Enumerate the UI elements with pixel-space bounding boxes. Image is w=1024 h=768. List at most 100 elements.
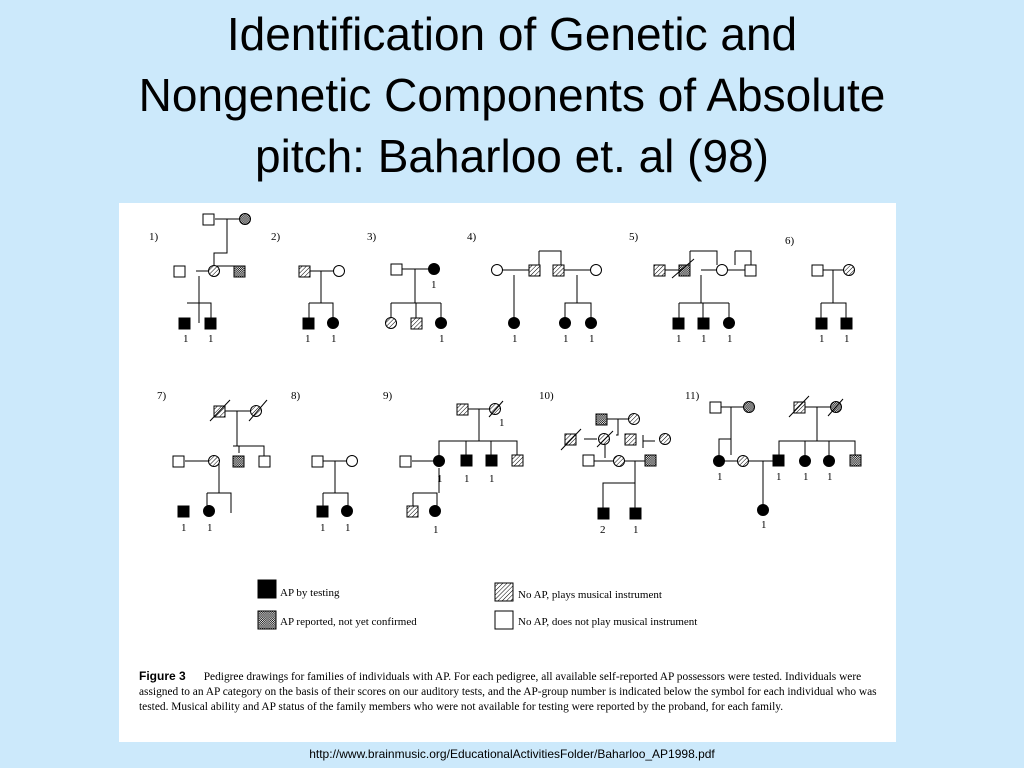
ap-number: 1 <box>320 522 326 534</box>
symbol-circle-hatched <box>598 433 610 445</box>
symbol-circle-empty <box>346 455 358 467</box>
symbol-circle-hatched <box>250 405 262 417</box>
slide-title-line-3: pitch: Baharloo et. al (98) <box>255 130 769 182</box>
symbol-square-filled <box>697 317 710 330</box>
pedigree-svg: 1) 2) 3) 4) 5) 6) 7) 8) 9) 10) 11) <box>149 213 862 630</box>
symbol-square-hatched <box>410 317 423 330</box>
symbol-square-empty <box>390 263 403 276</box>
symbol-circle-reported <box>743 401 755 413</box>
symbol-circle-filled <box>433 455 445 467</box>
symbol-square-empty <box>709 401 722 414</box>
symbol-circle-filled <box>757 504 769 516</box>
family-label-7: 7) <box>157 390 167 402</box>
legend-no-ap-instrument: No AP, plays musical instrument <box>518 589 662 601</box>
symbol-square-filled <box>316 505 329 518</box>
ap-number: 1 <box>727 333 733 345</box>
symbol-square-filled <box>597 507 610 520</box>
symbol-circle-hatched <box>208 265 220 277</box>
ap-number: 1 <box>345 522 351 534</box>
legend-swatch-ap-testing <box>257 579 277 599</box>
deceased-marks <box>209 258 844 451</box>
ap-number: 1 <box>717 471 723 483</box>
legend: AP by testing AP reported, not yet confi… <box>257 579 697 630</box>
slide-title-line-1: Identification of Genetic and <box>226 8 798 60</box>
symbol-circle-filled <box>428 263 440 275</box>
family-label-8: 8) <box>291 390 301 402</box>
symbol-circle-empty <box>333 265 345 277</box>
symbol-circle-filled <box>559 317 571 329</box>
symbol-circle-filled <box>435 317 447 329</box>
symbol-square-hatched <box>511 454 524 467</box>
symbol-circle-filled <box>203 505 215 517</box>
symbol-circle-filled <box>799 455 811 467</box>
symbol-square-empty <box>811 264 824 277</box>
figure-caption-text: Pedigree drawings for families of indivi… <box>139 671 877 713</box>
ap-number: 1 <box>701 333 707 345</box>
symbol-circle-filled <box>823 455 835 467</box>
figure-caption-label: Figure 3 <box>139 669 186 683</box>
ap-number: 1 <box>437 473 443 485</box>
ap-group-numbers: 1 1 1 1 1 1 1 1 1 1 1 1 1 1 1 1 1 1 1 1 … <box>181 279 850 536</box>
symbol-square-empty <box>399 455 412 468</box>
family-label-11: 11) <box>685 390 700 402</box>
ap-number: 1 <box>819 333 825 345</box>
symbol-square-empty <box>582 454 595 467</box>
symbol-circle-filled <box>713 455 725 467</box>
symbol-square-hatched <box>793 401 806 414</box>
legend-swatch-no-ap-instrument <box>494 582 514 602</box>
ap-number: 1 <box>439 333 445 345</box>
family-label-10: 10) <box>539 390 554 402</box>
ap-number: 1 <box>803 471 809 483</box>
symbol-square-hatched <box>624 433 637 446</box>
symbol-square-filled <box>177 505 190 518</box>
symbol-circle-empty <box>590 264 602 276</box>
symbol-square-filled <box>629 507 642 520</box>
ap-number: 2 <box>600 524 606 536</box>
ap-number: 1 <box>489 473 495 485</box>
symbol-square-reported <box>233 265 246 278</box>
pedigree-symbols <box>172 213 862 520</box>
symbol-square-hatched <box>298 265 311 278</box>
symbol-square-hatched <box>552 264 565 277</box>
symbol-square-filled <box>460 454 473 467</box>
ap-number: 1 <box>563 333 569 345</box>
symbol-square-filled <box>772 454 785 467</box>
ap-number: 1 <box>431 279 437 291</box>
symbol-square-reported <box>595 413 608 426</box>
symbol-square-hatched <box>653 264 666 277</box>
symbol-square-empty <box>172 455 185 468</box>
symbol-circle-filled <box>341 505 353 517</box>
symbol-square-empty <box>311 455 324 468</box>
symbol-square-empty <box>173 265 186 278</box>
source-link[interactable]: http://www.brainmusic.org/EducationalAct… <box>309 747 715 761</box>
ap-number: 1 <box>676 333 682 345</box>
symbol-circle-filled <box>327 317 339 329</box>
symbol-square-empty <box>258 455 271 468</box>
symbol-circle-hatched <box>613 455 625 467</box>
ap-number: 1 <box>761 519 767 531</box>
ap-number: 1 <box>331 333 337 345</box>
symbol-circle-filled <box>429 505 441 517</box>
symbol-square-hatched <box>406 505 419 518</box>
ap-number: 1 <box>589 333 595 345</box>
legend-ap-testing: AP by testing <box>280 587 340 599</box>
family-labels: 1) 2) 3) 4) 5) 6) 7) 8) 9) 10) 11) <box>149 231 795 402</box>
symbol-square-filled <box>178 317 191 330</box>
slide-title: Identification of Genetic and Nongenetic… <box>0 4 1024 187</box>
legend-ap-reported: AP reported, not yet confirmed <box>280 616 417 628</box>
ap-number: 1 <box>464 473 470 485</box>
family-label-1: 1) <box>149 231 159 243</box>
pedigree-figure: 1) 2) 3) 4) 5) 6) 7) 8) 9) 10) 11) <box>119 203 896 742</box>
symbol-circle-empty <box>716 264 728 276</box>
symbol-square-reported <box>644 454 657 467</box>
symbol-square-filled <box>302 317 315 330</box>
legend-swatch-no-ap-none <box>494 610 514 630</box>
symbol-square-filled <box>485 454 498 467</box>
symbol-square-hatched <box>528 264 541 277</box>
ap-number: 1 <box>633 524 639 536</box>
symbol-circle-filled <box>508 317 520 329</box>
symbol-circle-reported <box>239 213 251 225</box>
family-label-6: 6) <box>785 235 795 247</box>
family-label-3: 3) <box>367 231 377 243</box>
